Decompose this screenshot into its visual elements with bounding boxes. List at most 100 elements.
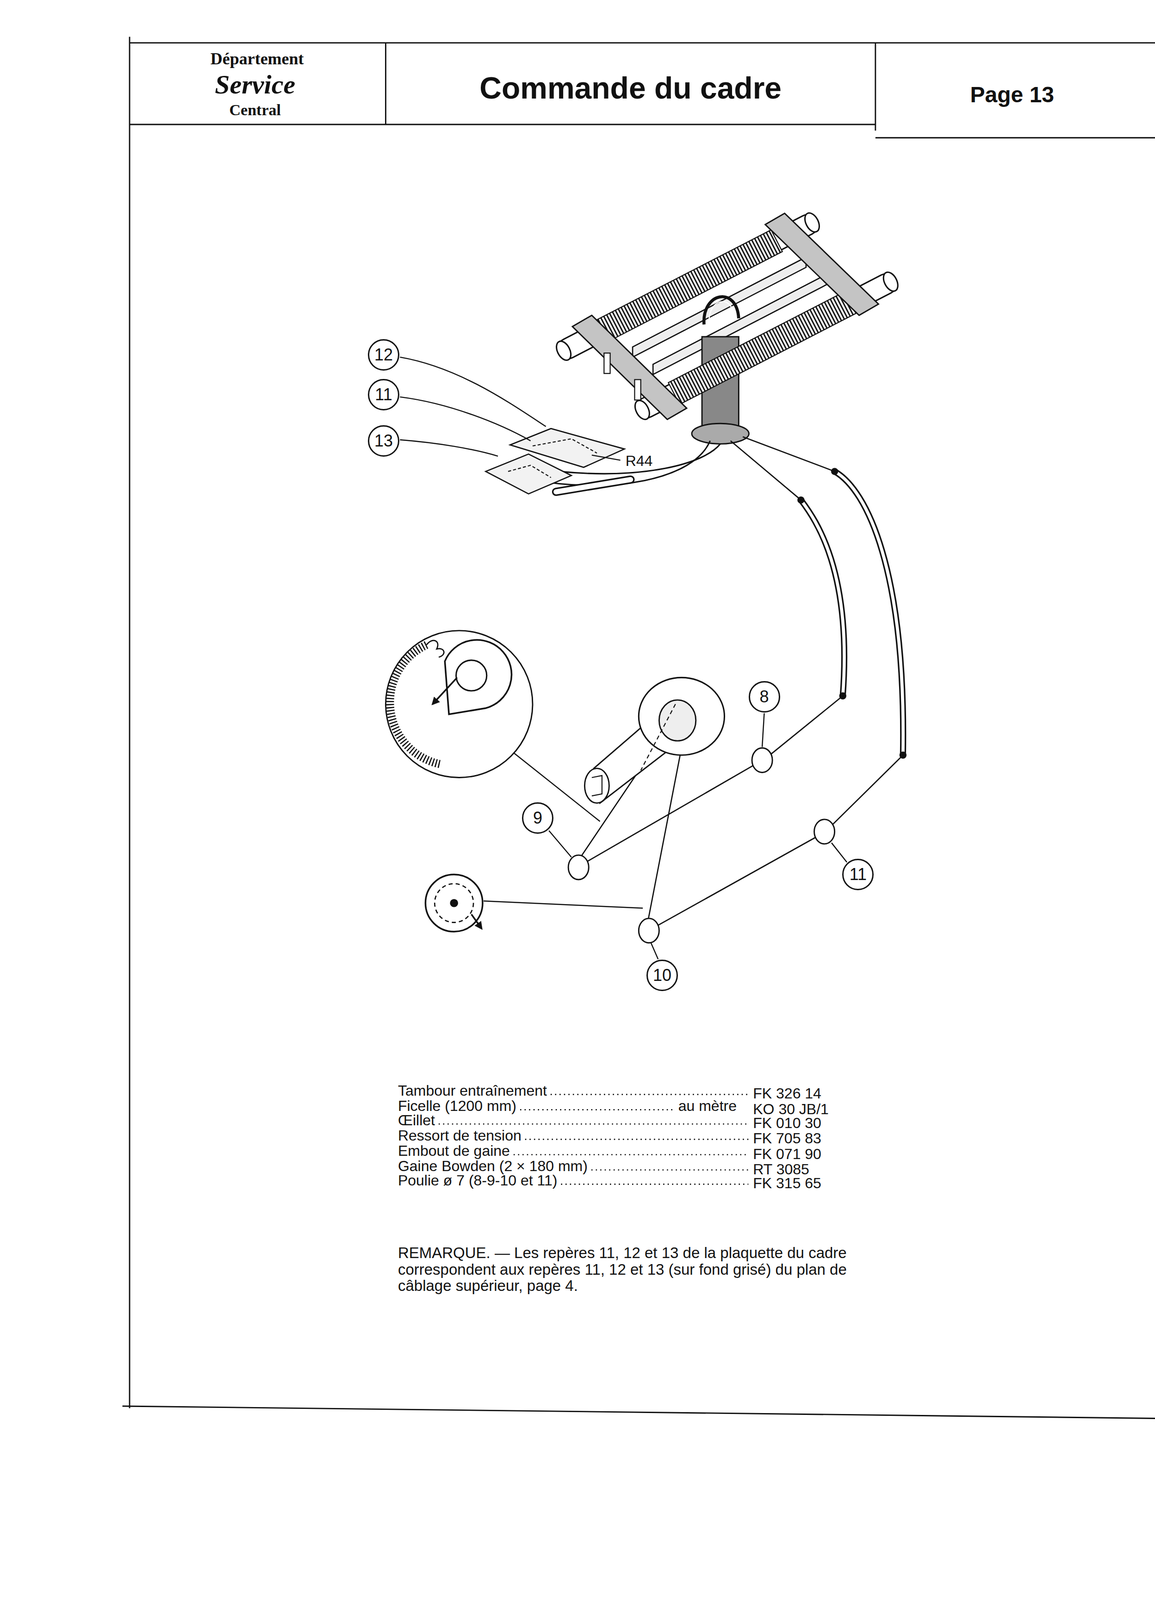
part-name: Ressort de tension	[397, 1127, 522, 1144]
leader-lines	[399, 357, 847, 960]
leader-line	[591, 455, 621, 461]
callout-number: 8	[759, 688, 769, 706]
sheath-end	[797, 496, 805, 504]
spring-hook	[426, 640, 445, 658]
leader-line	[483, 900, 643, 908]
frame-line	[129, 42, 1155, 44]
string	[573, 763, 758, 870]
bowden-sheath	[834, 471, 904, 756]
leader-line	[651, 943, 659, 960]
pulley	[568, 855, 589, 880]
string	[742, 436, 835, 472]
coil-winding	[668, 289, 861, 405]
pulley	[814, 819, 835, 845]
frame-line	[385, 43, 387, 125]
frame-line	[875, 136, 1155, 139]
frame-bracket	[708, 301, 734, 323]
frame-line	[129, 36, 131, 1409]
string	[730, 440, 802, 501]
dot-leader	[560, 1183, 749, 1186]
leader-line	[399, 357, 546, 427]
callout-number: 10	[652, 967, 672, 984]
callout-number: 11	[374, 386, 392, 404]
dot-leader	[591, 1169, 749, 1171]
part-name: Ficelle (1200 mm)	[397, 1098, 517, 1115]
drum-hub	[658, 700, 696, 741]
drum-cam	[444, 639, 512, 715]
string	[767, 695, 843, 758]
drum-bore	[456, 660, 487, 691]
callout-circle: 12	[367, 339, 400, 371]
part-name: Œillet	[397, 1112, 435, 1129]
dot-leader	[438, 1123, 749, 1125]
rotation-path	[434, 883, 474, 923]
department-label: Département	[210, 49, 305, 69]
part-number: FK 071 90	[752, 1146, 822, 1163]
end-plate	[572, 315, 687, 420]
callout-circle: 10	[646, 959, 678, 992]
part-name: Tambour entraînement	[397, 1082, 547, 1100]
sheath-end	[831, 467, 839, 475]
frame-line	[874, 43, 876, 131]
string	[828, 755, 903, 829]
wire-sleeve	[556, 479, 631, 492]
drive-drum	[568, 677, 835, 943]
frame-bracket	[703, 296, 739, 325]
rod-end	[880, 269, 901, 294]
spring-detail	[385, 630, 533, 778]
frame-line	[129, 124, 876, 126]
part-number: KO 30 JB/1	[752, 1101, 829, 1118]
callout-number: 9	[533, 809, 543, 827]
frame-antenna	[552, 208, 902, 444]
callout-number: 13	[374, 432, 393, 450]
pulley	[751, 748, 773, 773]
end-plate	[765, 213, 879, 316]
service-label: Service	[214, 70, 296, 100]
terminal-plate	[485, 428, 721, 494]
resistor-outline	[532, 438, 597, 454]
part-name: Gaine Bowden (2 × 180 mm)	[397, 1158, 588, 1175]
callout-circle: 8	[748, 681, 781, 713]
page-title: Commande du cadre	[479, 70, 782, 106]
rod-end	[801, 210, 823, 235]
frame-line	[122, 1406, 1155, 1419]
leader-line	[548, 830, 572, 857]
bowden-sheath	[834, 471, 904, 756]
resistor-outline	[508, 465, 552, 478]
callout-circle: 9	[521, 802, 554, 834]
detail-circle	[425, 874, 483, 932]
part-number: FK 326 14	[752, 1085, 822, 1102]
drum-disc	[638, 677, 725, 756]
dot-leader	[550, 1093, 749, 1096]
callout-circle: 13	[367, 425, 400, 457]
callout-circle: 11	[367, 378, 400, 411]
part-name: Poulie ø 7 (8-9-10 et 11)	[397, 1172, 558, 1189]
leader-line	[399, 440, 498, 457]
part-number: FK 010 30	[752, 1115, 822, 1132]
bowden-sheath	[801, 500, 845, 696]
center-dot	[449, 899, 459, 908]
bowden-sheath	[801, 500, 845, 696]
part-number: RT 3085	[752, 1161, 810, 1178]
shaft-slot	[591, 775, 603, 796]
component-ref: R44	[625, 453, 653, 470]
rod-end	[553, 338, 574, 363]
string	[645, 834, 821, 933]
unit-note: au mètre	[678, 1098, 737, 1115]
plate-slot	[634, 379, 641, 400]
callout-number: 12	[374, 346, 393, 364]
tension-spring	[390, 645, 441, 765]
direction-arrow	[471, 914, 482, 929]
dot-leader	[513, 1154, 749, 1156]
page-number: Page 13	[970, 82, 1055, 107]
hidden-line	[640, 704, 676, 771]
rotation-detail	[425, 874, 483, 932]
part-number: FK 705 83	[752, 1130, 822, 1147]
shaft-collar	[691, 423, 749, 444]
dot-leader	[520, 1109, 674, 1111]
leader-line	[831, 843, 847, 863]
direction-arrow	[432, 677, 458, 704]
